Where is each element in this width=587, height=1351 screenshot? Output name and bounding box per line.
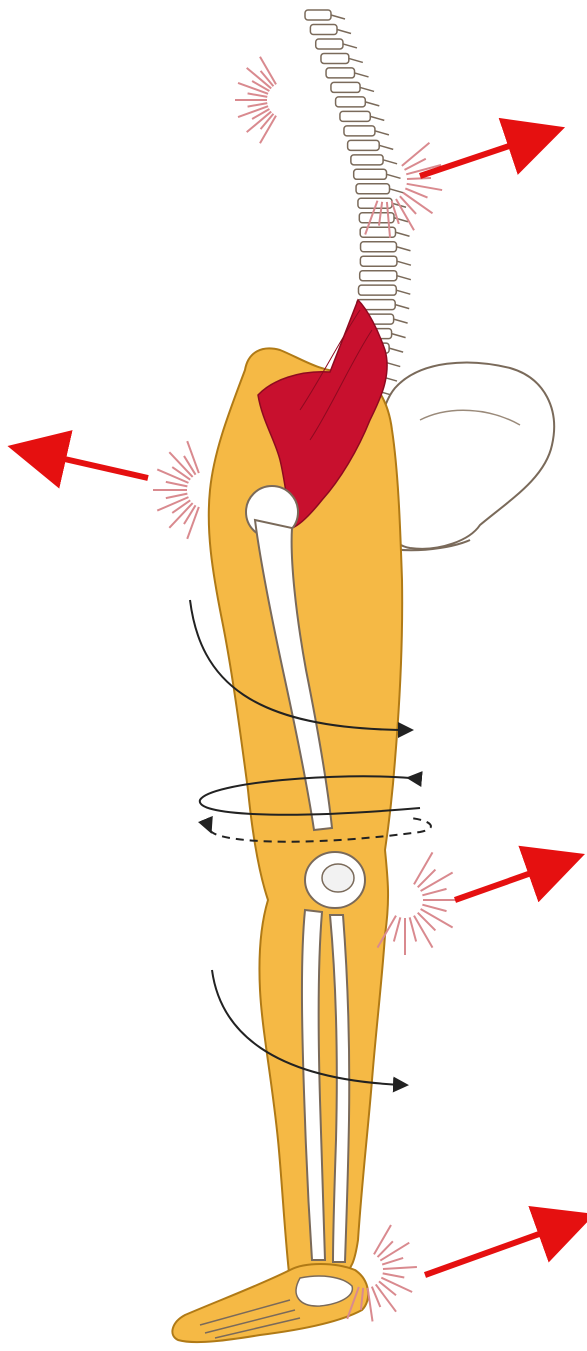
vertebra: [305, 10, 331, 20]
pain-ray: [414, 916, 433, 948]
vertebra-process: [395, 305, 409, 309]
lower-back-arrow: [420, 133, 548, 176]
pain-ray: [380, 1243, 409, 1261]
pain-ray: [187, 441, 199, 473]
vertebra: [348, 140, 380, 150]
pain-ray: [368, 1288, 373, 1322]
vertebra-process: [389, 348, 403, 352]
vertebra-process: [349, 58, 363, 62]
pain-ray: [422, 905, 446, 911]
vertebra-process: [383, 160, 397, 164]
vertebra: [360, 271, 397, 281]
vertebra: [321, 53, 349, 63]
vertebra-process: [394, 319, 408, 323]
pain-rays-outer-knee: [378, 852, 461, 955]
pain-ray: [403, 193, 432, 214]
vertebra-process: [390, 189, 404, 193]
vertebra-process: [396, 247, 410, 251]
foot-bones: [172, 1264, 368, 1342]
pain-ray: [407, 184, 442, 190]
pain-ray: [396, 199, 414, 230]
vertebra: [344, 126, 375, 136]
vertebra-process: [397, 261, 411, 265]
pain-ray: [422, 889, 446, 895]
vertebra: [360, 256, 397, 266]
pain-ray: [402, 143, 430, 166]
vertebra: [340, 111, 370, 121]
vertebra-process: [375, 131, 389, 135]
pain-ray: [394, 917, 400, 941]
vertebra-process: [392, 334, 406, 338]
vertebra-process: [386, 363, 400, 367]
vertebra-process: [397, 276, 411, 280]
vertebra-process: [365, 102, 379, 106]
vertebra: [356, 184, 389, 194]
pain-ray: [421, 873, 453, 892]
vertebra-process: [331, 15, 345, 19]
vertebra: [354, 169, 387, 179]
vertebra: [351, 155, 383, 165]
pain-rays-upper-back: [235, 57, 276, 144]
vertebra: [331, 82, 360, 92]
pain-ray: [407, 178, 431, 179]
vertebra-process: [355, 73, 369, 77]
pain-ray: [414, 852, 433, 884]
hip-arrow: [25, 450, 148, 478]
pain-ray: [376, 1284, 396, 1311]
pain-rays-outer-hip: [153, 441, 199, 539]
pain-ray: [383, 1273, 405, 1277]
pain-ray: [382, 1258, 403, 1265]
vertebra-process: [360, 87, 374, 91]
pain-ray: [383, 1267, 417, 1269]
vertebra: [316, 39, 343, 49]
vertebra-process: [343, 44, 357, 48]
vertebra-process: [379, 145, 393, 149]
vertebra: [358, 285, 396, 295]
vertebra-process: [387, 174, 401, 178]
ankle-arrow: [425, 1220, 578, 1275]
pain-ray: [381, 1278, 412, 1292]
pain-ray: [166, 482, 188, 486]
vertebra-process: [396, 232, 410, 236]
vertebra: [336, 97, 366, 107]
pain-ray: [166, 494, 188, 498]
vertebra: [310, 24, 337, 34]
knee-arrow: [455, 860, 568, 900]
vertebra-process: [370, 116, 384, 120]
vertebra: [326, 68, 354, 78]
pain-ray: [187, 507, 199, 539]
pain-ray: [374, 1225, 391, 1254]
pain-ray: [410, 917, 416, 941]
vertebra: [361, 242, 397, 252]
pain-ray: [421, 909, 453, 928]
vertebra-process: [337, 29, 351, 33]
pain-ray: [248, 103, 268, 106]
pain-ray: [248, 93, 268, 96]
vertebra-process: [396, 290, 410, 294]
